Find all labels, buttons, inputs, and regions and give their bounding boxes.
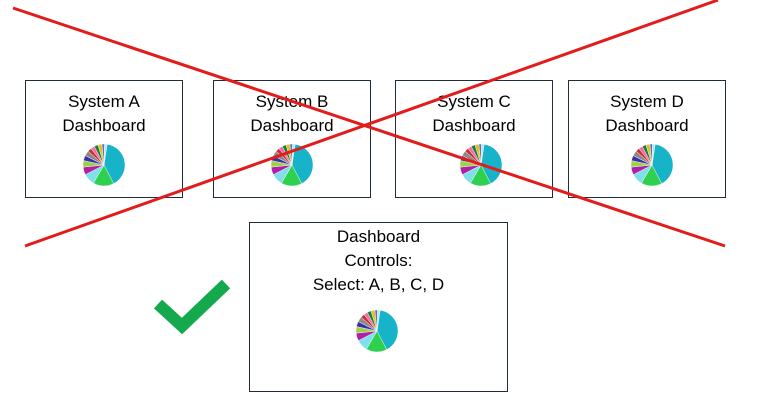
pie-chart-icon	[270, 143, 314, 187]
pie-chart-icon	[82, 143, 126, 187]
pie-slice	[376, 310, 399, 350]
system-b-dashboard-box: System B Dashboard	[213, 80, 371, 198]
pie-chart-icon	[630, 143, 674, 187]
system-c-dashboard-box: System C Dashboard	[395, 80, 553, 198]
system-d-dashboard-box: System D Dashboard	[568, 80, 726, 198]
system-b-dashboard-title: System B Dashboard	[250, 92, 334, 135]
system-a-dashboard-title: System A Dashboard	[62, 92, 146, 135]
pie-slice	[376, 309, 381, 332]
pie-chart-icon	[459, 143, 503, 187]
system-c-dashboard-title: System C Dashboard	[432, 92, 516, 135]
dashboard-controls-title: Dashboard Controls: Select: A, B, C, D	[312, 227, 445, 294]
system-a-dashboard-box: System A Dashboard	[25, 80, 183, 198]
pie-chart-icon	[355, 309, 399, 353]
system-d-dashboard-title: System D Dashboard	[605, 92, 689, 135]
checkmark-icon	[153, 279, 231, 335]
dashboard-controls-box: Dashboard Controls: Select: A, B, C, D	[249, 222, 508, 392]
